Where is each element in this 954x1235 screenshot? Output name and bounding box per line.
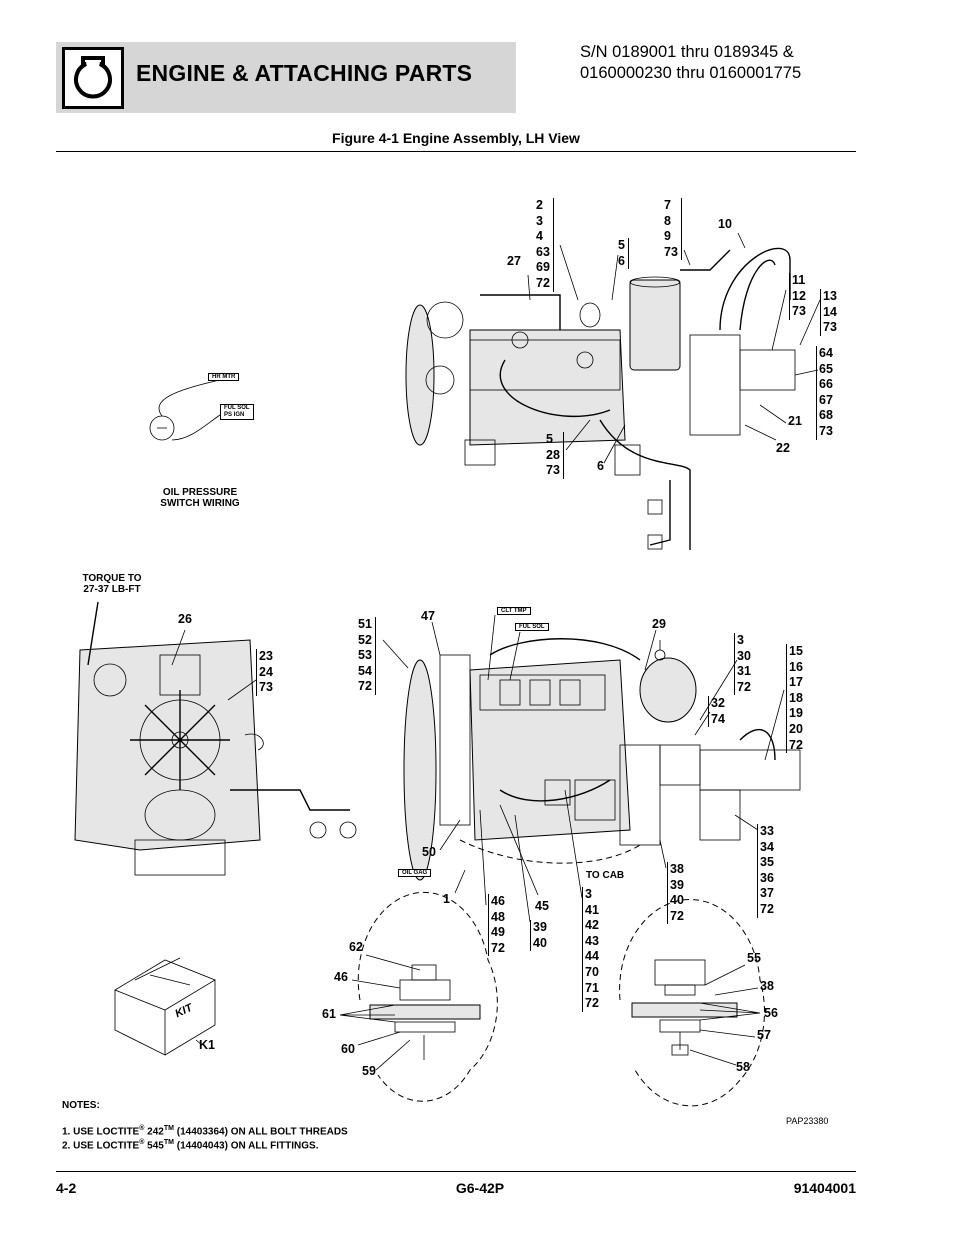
header-rule	[56, 151, 856, 152]
torque-note: TORQUE TO 27-37 LB-FT	[82, 573, 142, 595]
callout-3-72b: 3 41 42 43 44 70 71 72	[582, 887, 599, 1012]
drawing-number: PAP23380	[786, 1116, 829, 1126]
callout-60: 60	[341, 1042, 355, 1056]
callout-6: 6	[597, 459, 604, 473]
top-view-leaders	[527, 232, 821, 464]
note-2: 2. USE LOCTITE® 545TM (14404043) ON ALL …	[62, 1139, 319, 1152]
callout-32-74: 32 74	[708, 696, 725, 728]
engine-lh-main-view	[403, 638, 801, 881]
detail-circle-right	[619, 898, 765, 1107]
callout-5-6: 5 6	[618, 238, 629, 270]
callout-45: 45	[535, 899, 549, 913]
oil-pressure-caption: OIL PRESSURE SWITCH WIRING	[160, 487, 240, 509]
callout-10: 10	[718, 217, 732, 231]
callout-57: 57	[757, 1028, 771, 1042]
front-view-leaders	[87, 601, 257, 701]
oil-gag-tag: OIL GAG	[398, 869, 432, 877]
callout-38-72: 38 39 40 72	[667, 862, 684, 925]
hr-mtr-tag: HR MTR	[208, 373, 240, 381]
callout-22: 22	[776, 441, 790, 455]
callout-26: 26	[178, 612, 192, 626]
callout-46-detail: 46	[334, 970, 348, 984]
callout-21: 21	[788, 414, 802, 428]
callout-58: 58	[736, 1060, 750, 1074]
engine-front-view	[74, 639, 357, 876]
callout-7-73: 7 8 9 73	[664, 198, 682, 261]
callout-33-72: 33 34 35 36 37 72	[757, 824, 774, 918]
footer-model: G6-42P	[455, 1180, 505, 1196]
callout-64-73: 64 65 66 67 68 73	[816, 346, 833, 440]
to-cab-label: TO CAB	[586, 870, 625, 881]
figure-title: Figure 4-1 Engine Assembly, LH View	[332, 130, 580, 146]
serial-line-1: S/N 0189001 thru 0189345 &	[580, 43, 794, 61]
notes-heading: NOTES:	[62, 1100, 100, 1111]
callout-55: 55	[747, 951, 761, 965]
kit-box-drawing	[114, 957, 216, 1056]
callout-1: 1	[443, 892, 450, 906]
clt-tmp-tag: CLT TMP	[497, 607, 531, 615]
serial-line-2: 0160000230 thru 0160001775	[580, 64, 802, 82]
serial-range: S/N 0189001 thru 0189345 & 0160000230 th…	[580, 42, 880, 84]
oil-pressure-wiring-diagram	[149, 379, 221, 441]
footer-page-number: 4-2	[56, 1180, 77, 1196]
callout-k1: K1	[199, 1038, 215, 1052]
callout-5-28-73: 5 28 73	[546, 432, 564, 479]
callout-15-72: 15 16 17 18 19 20 72	[786, 644, 803, 754]
callout-27: 27	[507, 254, 521, 268]
page-title: ENGINE & ATTACHING PARTS	[136, 60, 473, 86]
callout-47: 47	[421, 609, 435, 623]
callout-3-72: 3 30 31 72	[734, 633, 751, 696]
callout-39-40: 39 40	[530, 920, 547, 952]
callout-2-72: 2 3 4 63 69 72	[536, 198, 554, 292]
callout-61: 61	[322, 1007, 336, 1021]
callout-50: 50	[422, 845, 436, 859]
callout-13-73: 13 14 73	[820, 289, 837, 336]
detail-circle-left	[339, 891, 498, 1102]
engine-lh-top-view	[405, 247, 796, 550]
callout-38-detail: 38	[760, 979, 774, 993]
callout-11-73: 11 12 73	[789, 273, 806, 320]
header-banner	[56, 42, 516, 113]
note-1: 1. USE LOCTITE® 242TM (14403364) ON ALL …	[62, 1125, 348, 1138]
footer-rule	[56, 1171, 856, 1172]
callout-46-72: 46 48 49 72	[488, 894, 505, 957]
callout-62: 62	[349, 940, 363, 954]
ful-sol-ps-ign-tag: FUL SOL PS IGN	[220, 404, 254, 420]
callout-51-72: 51 52 53 54 72	[358, 617, 376, 695]
footer-part-number: 91404001	[793, 1180, 856, 1196]
callout-23-73: 23 24 73	[256, 649, 273, 696]
callout-59: 59	[362, 1064, 376, 1078]
callout-56: 56	[764, 1006, 778, 1020]
callout-29: 29	[652, 617, 666, 631]
notes-block: NOTES: 1. USE LOCTITE® 242TM (14403364) …	[62, 1100, 348, 1152]
engine-icon	[62, 47, 124, 109]
ful-sol-tag: FUL SOL	[515, 623, 549, 631]
main-view-leaders	[382, 614, 785, 923]
